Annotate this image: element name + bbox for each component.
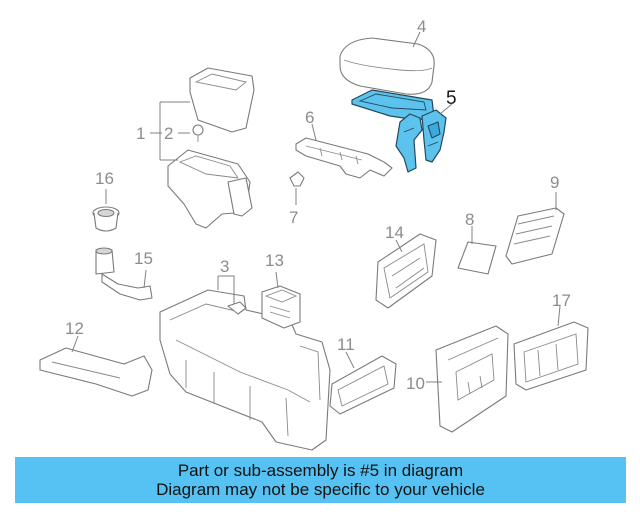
part-10-rear-bezel[interactable] [435, 325, 509, 433]
callout-13: 13 [265, 251, 284, 270]
callout-17: 17 [552, 291, 571, 310]
part-6-bracket[interactable] [295, 137, 393, 179]
callout-5: 5 [446, 88, 457, 109]
part-13-switch-module[interactable] [261, 285, 301, 329]
part-2-fastener[interactable] [192, 124, 204, 142]
callout-3: 3 [220, 257, 229, 276]
caption-line-1: Part or sub-assembly is #5 in diagram [177, 461, 464, 480]
part-11-lower-panel[interactable] [329, 355, 397, 415]
part-3-console-body[interactable] [159, 289, 331, 451]
callout-2: 2 [164, 124, 173, 143]
callout-10: 10 [406, 374, 425, 393]
part-14-trim-panel[interactable] [375, 233, 437, 309]
part-5-lid-hinge[interactable] [351, 89, 447, 173]
parts-diagram: 4 5 1 2 6 7 16 [39, 17, 589, 451]
part-17-vent[interactable] [513, 321, 589, 391]
callout-7: 7 [289, 208, 298, 227]
callout-1: 1 [136, 124, 145, 143]
callout-8: 8 [465, 210, 474, 229]
part-15-socket[interactable] [95, 247, 153, 301]
callout-16: 16 [95, 169, 114, 188]
part-8-plate[interactable] [457, 241, 497, 275]
caption-banner: Part or sub-assembly is #5 in diagram Di… [15, 457, 626, 503]
callout-6: 6 [305, 108, 314, 127]
part-12-duct[interactable] [39, 347, 153, 397]
part-4-armrest-lid[interactable] [339, 37, 435, 95]
callout-15: 15 [134, 249, 153, 268]
callout-4: 4 [417, 17, 426, 36]
caption-line-2: Diagram may not be specific to your vehi… [156, 480, 485, 499]
part-7-clip[interactable] [289, 171, 305, 187]
callout-12: 12 [65, 319, 84, 338]
part-9-grille[interactable] [505, 207, 565, 265]
part-16-cup-holder[interactable] [92, 206, 120, 232]
callout-11: 11 [337, 335, 355, 354]
callout-9: 9 [550, 173, 559, 192]
callout-14: 14 [385, 223, 404, 242]
part-1-console-upper[interactable] [167, 67, 255, 229]
